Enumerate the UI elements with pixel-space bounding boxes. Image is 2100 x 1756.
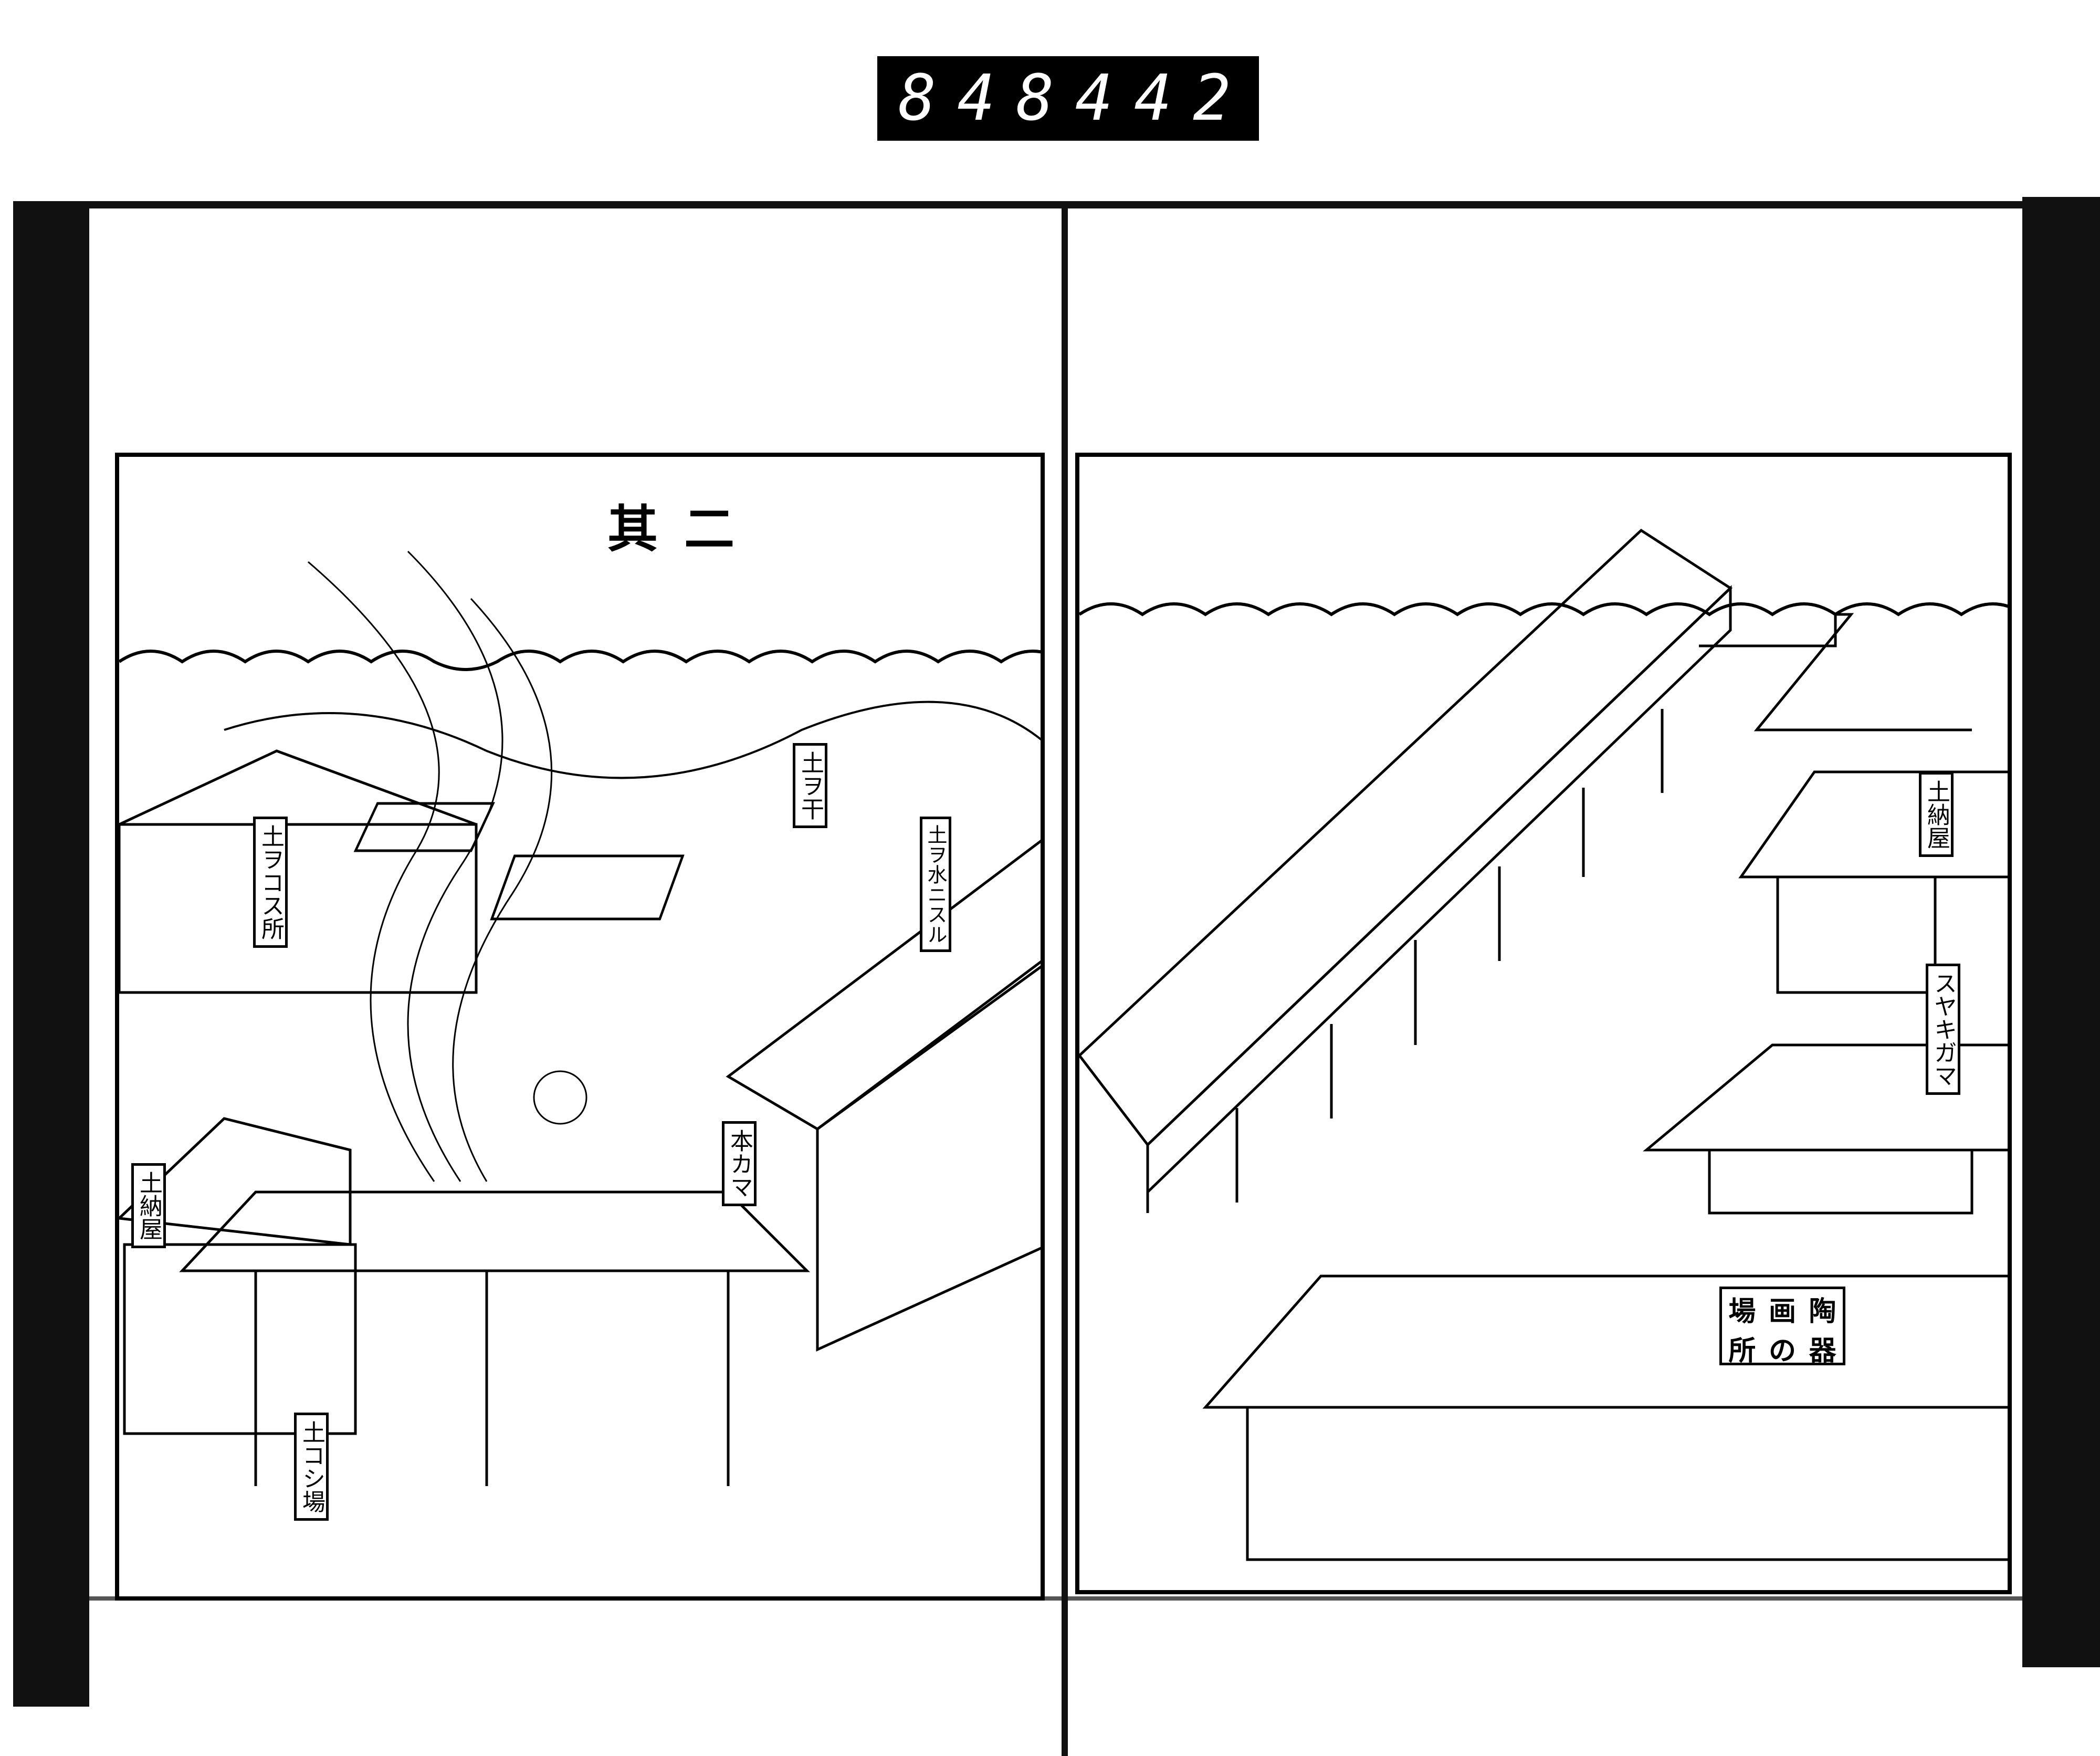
kiln-building — [179, 839, 1041, 1486]
book-top-edge — [13, 201, 2087, 208]
book-edge-left — [13, 205, 89, 1707]
sign-char: 陶 — [1809, 1295, 1836, 1328]
label-clay-storehouse-right: 土納屋 — [1919, 772, 1954, 857]
label-clay-water: 土ヲ水ニスル — [920, 817, 951, 952]
left-illustration — [119, 550, 1041, 1486]
buildings — [1202, 770, 2008, 1561]
sign-char: の — [1769, 1335, 1797, 1367]
pottery-painting-sign: 陶 画 場 器 の 所 — [1719, 1287, 1845, 1367]
counter-left: 848 — [898, 62, 1075, 135]
counter-right: 442. — [1075, 62, 1311, 135]
book-spine — [1062, 201, 1068, 1756]
book-bottom-edge — [89, 1596, 2022, 1601]
frame-counter: 848 442. — [877, 56, 1290, 141]
sign-char: 画 — [1769, 1295, 1797, 1328]
right-illustration — [1079, 528, 2008, 1561]
left-illustration-frame: 其二 — [115, 453, 1045, 1601]
label-main-kiln: 本カマ — [722, 1121, 757, 1206]
long-kiln — [1079, 528, 1972, 1213]
sign-char: 器 — [1809, 1335, 1836, 1367]
label-clay-straining: 土コシ場 — [294, 1413, 329, 1521]
label-sift-place: 土ヲコス所 — [253, 817, 288, 948]
cloud-line — [119, 650, 1041, 671]
cloud-line — [1079, 602, 2008, 616]
sheds — [119, 749, 685, 1435]
book-edge-right — [2022, 197, 2100, 1667]
smoke — [308, 550, 587, 1182]
hills — [224, 701, 1041, 779]
sign-char: 所 — [1728, 1335, 1756, 1367]
label-dry-clay: 土ヲ干 — [793, 743, 827, 828]
sign-char: 場 — [1728, 1295, 1756, 1328]
right-illustration-frame — [1075, 453, 2012, 1594]
picture-title: 其二 — [607, 499, 761, 559]
label-bisque-kiln: スヤキガマ — [1926, 964, 1960, 1095]
label-clay-storehouse-left: 土納屋 — [131, 1163, 166, 1248]
